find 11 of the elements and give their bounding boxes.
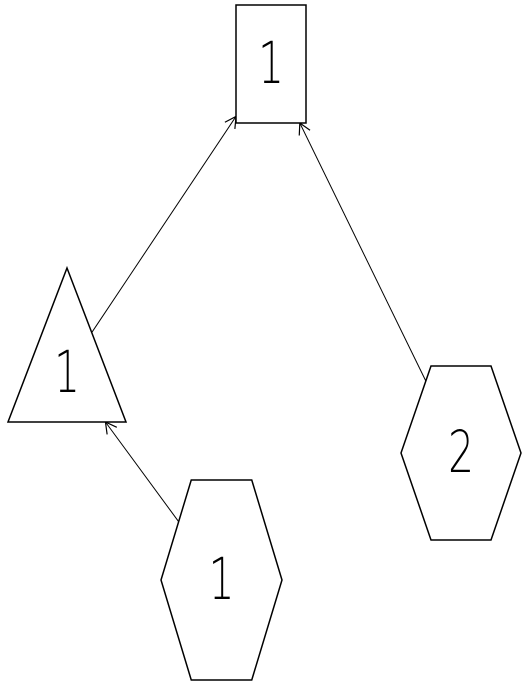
arrow <box>104 421 180 522</box>
node-label: 1 <box>257 34 285 92</box>
hexagon-node <box>400 365 522 541</box>
rectangle-node <box>235 4 307 124</box>
arrow <box>91 116 237 334</box>
node-label: 1 <box>53 342 81 401</box>
arrow <box>298 122 426 382</box>
node-label: 1 <box>208 550 236 608</box>
node-label: 2 <box>447 423 475 481</box>
hexagon-node <box>160 479 283 681</box>
triangle-node <box>6 266 128 423</box>
